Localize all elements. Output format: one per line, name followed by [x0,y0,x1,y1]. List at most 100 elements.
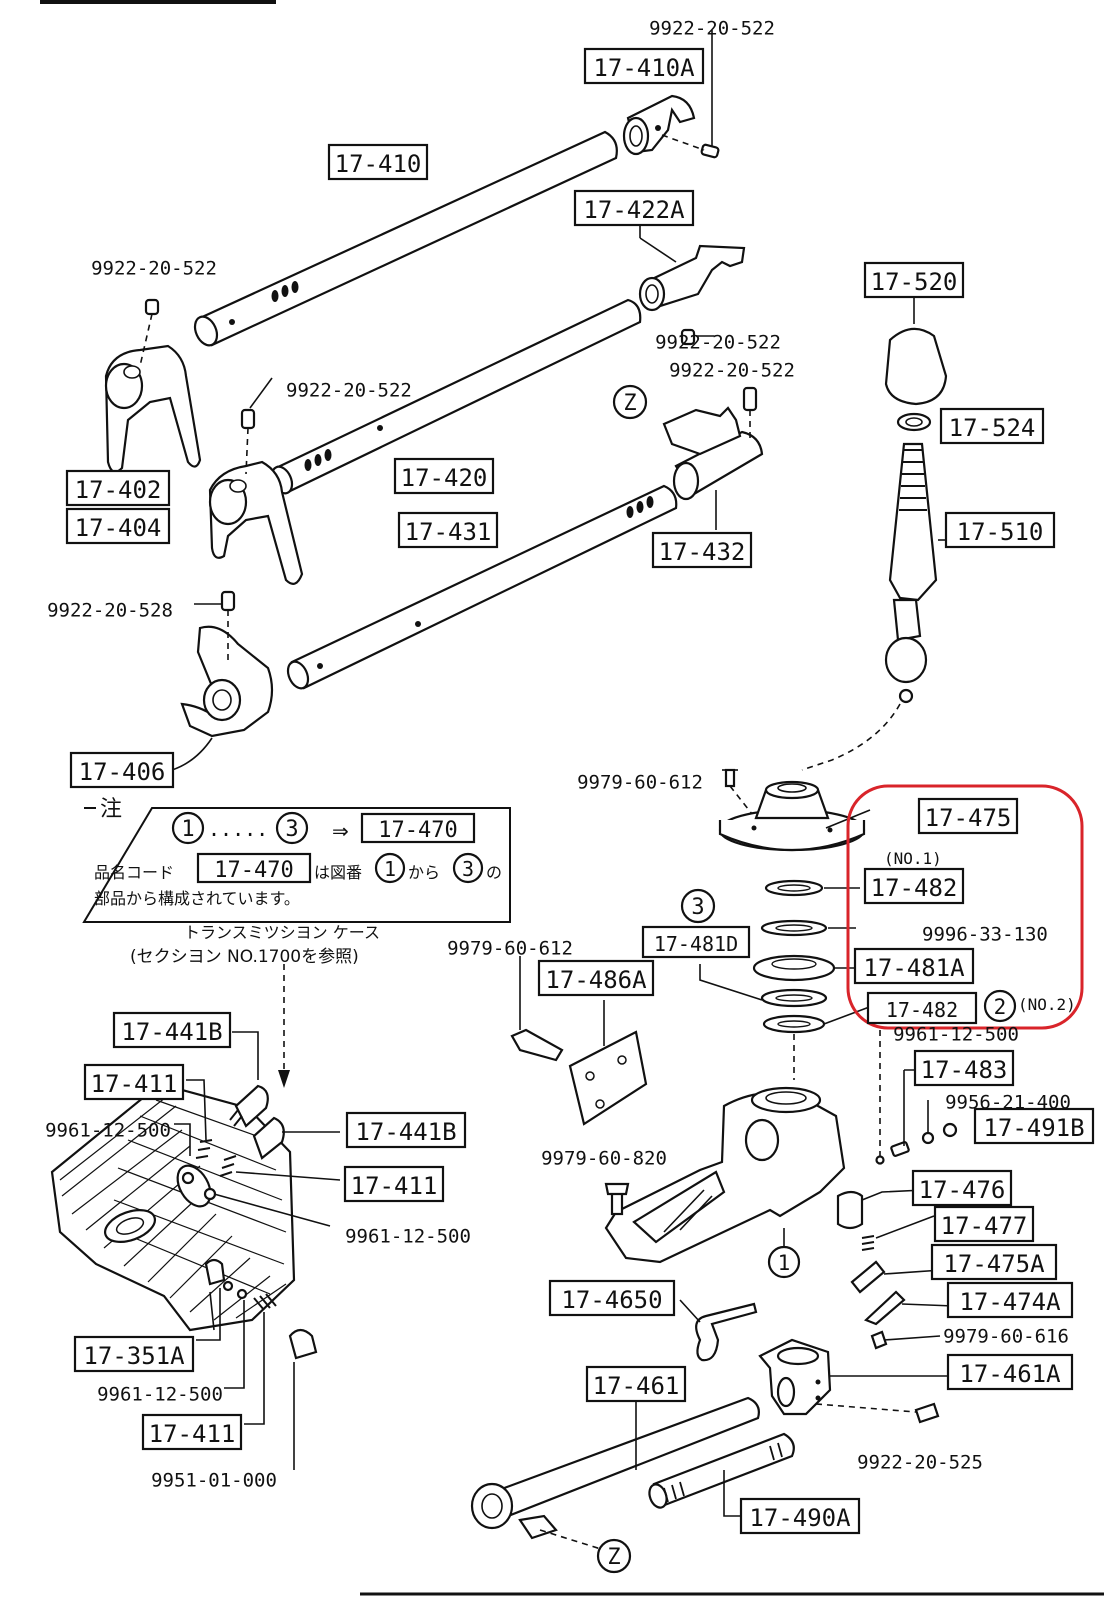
part-label-box [83,1063,185,1101]
part-label-box [863,867,965,905]
part-label-p19: 9979-60-612 [577,771,703,793]
part-label-box [141,1413,243,1451]
part-number-text: 17-410A [593,54,695,82]
part-label-box [739,1497,861,1535]
part-label-p5: 9922-20-522 [91,257,217,279]
part-label-p2: 17-410A [583,47,705,85]
part-label-p16: 17-510 [944,511,1056,549]
part-label-p7: 9922-20-522 [655,331,781,353]
part-label-box [913,1049,1015,1087]
part-label-p15: 17-432 [651,531,753,569]
part-number-text: 17-475 [925,804,1012,832]
shift-lever-17-510 [801,442,952,771]
part-label-p49: 17-411 [141,1413,243,1451]
part-label-p20: 17-475 [917,797,1019,835]
transmission-case [50,964,341,1470]
part-number-text: 9922-20-522 [286,379,412,401]
part-number-text: 17-432 [659,538,746,566]
part-label-p3: 17-410 [327,143,429,181]
part-label-p4: 17-422A [573,189,695,227]
part-label-box [397,511,499,549]
part-number-text: 9961-12-500 [893,1023,1019,1045]
part-label-box [112,1011,232,1049]
bracket-17-422A [638,220,746,312]
part-label-box [585,1365,687,1403]
part-label-p21: 17-482 [863,867,965,905]
case-note-line1: トランスミツシヨン ケース [184,923,380,942]
part-number-text: 17-510 [957,518,1044,546]
bracket-17-486A [510,956,648,1126]
part-label-p45: 17-351A [73,1335,195,1373]
part-number-text: 17-476 [919,1176,1006,1204]
part-label-box [863,261,965,299]
part-number-text: 9979-60-612 [577,771,703,793]
part-label-p48: 17-461A [946,1353,1074,1391]
part-label-p13: 17-420 [393,457,495,495]
marker-z-bottom-text: Z [607,1545,620,1570]
note-n1: 1 [181,817,194,842]
part-label-box [939,407,1045,445]
part-label-box [537,959,655,997]
part-label-box [930,1243,1058,1281]
part-label-p47: 17-461 [585,1365,687,1403]
collar-17-410A [622,94,696,156]
washer-stack [699,879,873,1080]
part-label-box [853,947,975,985]
part-label-box [345,1111,467,1149]
part-label-p28: 9961-12-500 [893,1023,1019,1045]
part-number-text: 9979-60-820 [541,1147,667,1169]
pivot-bolt-17-490A [648,1432,795,1517]
part-number-text: 17-441B [355,1118,456,1146]
part-label-box [573,189,695,227]
part-label-p17: 9922-20-528 [47,599,173,621]
part-label-p44: 9979-60-616 [943,1325,1069,1347]
part-number-text: 17-482 [871,874,958,902]
part-number-text: 17-441B [121,1018,222,1046]
case-note-line2: (セクシヨン NO.1700を参照) [130,947,359,967]
marker-three: 3 [680,888,716,924]
part-label-p52: 17-490A [739,1497,861,1535]
part-number-text: 17-491B [983,1114,1084,1142]
marker-z-top: Z [612,384,648,420]
part-number-text: 17-461 [593,1372,680,1400]
shift-knob-17-520 [884,290,948,432]
part-label-box [69,751,175,789]
part-label-p36: 17-411 [343,1165,445,1203]
part-number-text: 17-520 [871,268,958,296]
no1-label: (NO.1) [884,849,942,868]
part-label-p50: 9922-20-525 [857,1451,983,1473]
part-number-text: 17-406 [79,758,166,786]
yoke-17-461A [758,1338,950,1424]
note-box [82,807,511,923]
note-n3: 3 [285,817,298,842]
part-label-box [933,1205,1035,1243]
part-label-box [641,925,751,959]
part-label-p25: 9979-60-612 [447,937,573,959]
marker-two: 2 [983,989,1017,1023]
part-number-text: 17-420 [401,464,488,492]
part-label-p41: 17-475A [930,1243,1058,1281]
part-number-text: 17-461A [959,1360,1061,1388]
part-label-p24: 17-481A [853,947,975,985]
spring-clip-17-4650 [679,1299,758,1362]
note-line2-no: の [486,863,502,882]
shift-rod-17-431 [286,484,678,690]
part-number-text: 17-402 [75,476,162,504]
note-line3: 部品から構成されています。 [94,889,300,908]
part-label-box [946,1353,1074,1391]
part-number-text: 17-524 [949,414,1036,442]
part-label-p43: 17-474A [946,1281,1074,1319]
part-number-text: 17-404 [75,514,162,542]
note-ref: 17-470 [378,818,457,843]
part-label-box [65,507,171,545]
part-label-p12: 17-404 [65,507,171,545]
highlight-region [846,784,1084,1030]
part-label-p9: 9922-20-522 [286,379,412,401]
part-label-p37: 9961-12-500 [345,1225,471,1247]
note-line2-a: 1 [384,857,396,881]
part-label-box [946,1281,1074,1319]
part-number-text: 9922-20-522 [649,17,775,39]
part-number-text: 9961-12-500 [45,1119,171,1141]
part-label-box [973,1107,1095,1145]
